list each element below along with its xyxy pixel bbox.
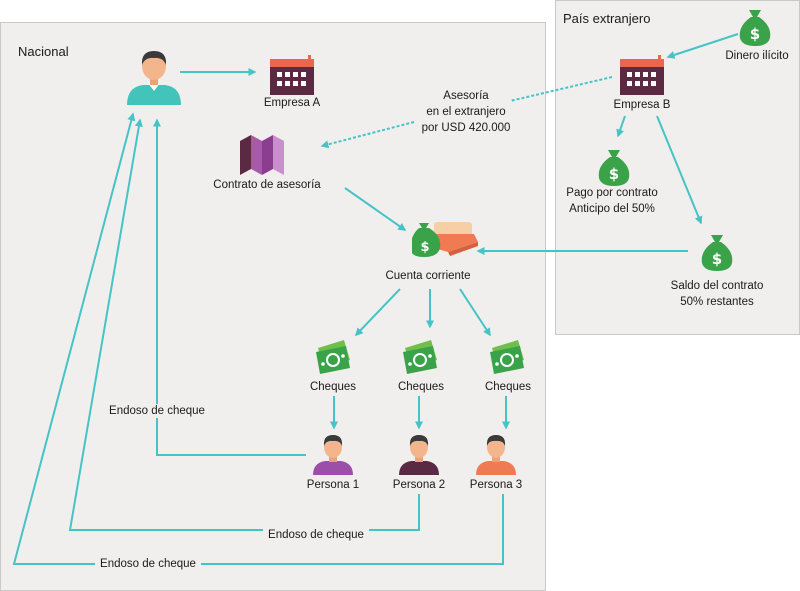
svg-text:$: $ [420,240,429,255]
cash-icon [490,340,524,374]
money-stack-icon: $ [412,222,478,257]
cash-icon [316,340,350,374]
arrow-cuenta-to-cheques-3 [459,288,491,337]
label-endoso-1: Endoso de cheque [104,404,210,418]
label-cheques-1: Cheques [309,381,357,393]
money-bag-icon: $ [598,150,630,186]
label-asesoria-line3: por USD 420.000 [421,122,511,134]
label-endoso-3: Endoso de cheque [95,557,201,571]
person-icon [399,435,439,475]
label-empresa-a: Empresa A [263,97,321,109]
label-pago-line1: Pago por contrato [566,187,658,199]
label-asesoria-line2: en el extranjero [426,106,506,118]
label-persona-3: Persona 3 [469,479,523,491]
arrow-asesoria-2 [320,121,415,149]
cash-icon [403,340,437,374]
person-icon [313,435,353,475]
label-saldo-line1: Saldo del contrato [670,280,764,292]
label-empresa-b: Empresa B [613,99,671,111]
arrow-dinero-to-empresa-b [666,33,739,59]
region-nacional [0,22,546,591]
map-icon [240,135,284,175]
arrow-endoso-persona-3 [12,112,504,565]
label-cheques-3: Cheques [484,381,532,393]
money-bag-icon: $ [701,235,733,271]
label-persona-1: Persona 1 [306,479,360,491]
arrow-asesoria-1 [509,76,613,102]
label-dinero-ilicito: Dinero ilícito [725,50,789,62]
arrow-cuenta-to-cheques-1 [354,288,401,337]
svg-text:$: $ [609,165,619,183]
calendar-icon [620,55,664,95]
arrow-endoso-persona-2 [68,118,420,531]
label-cheques-2: Cheques [397,381,445,393]
svg-text:$: $ [712,250,722,268]
svg-text:$: $ [750,25,760,43]
arrow-endoso-persona-1 [153,118,306,456]
label-saldo-line2: 50% restantes [680,296,754,308]
label-pago-line2: Anticipo del 50% [569,203,655,215]
person-icon [476,435,516,475]
calendar-icon [270,55,314,95]
region-title-nacional: Nacional [18,44,69,59]
money-bag-icon: $ [739,10,771,46]
arrow-empresa-b-to-pago [616,115,626,138]
arrow-contrato-to-cuenta [344,187,407,231]
arrow-empresa-b-to-saldo [656,115,703,225]
label-endoso-2: Endoso de cheque [263,528,369,542]
label-persona-2: Persona 2 [392,479,446,491]
label-contrato: Contrato de asesoría [213,179,321,191]
person-icon [127,51,181,105]
label-cuenta-corriente: Cuenta corriente [385,270,471,282]
region-title-extranjero: País extranjero [563,11,651,26]
label-asesoria-line1: Asesoría [443,90,489,102]
